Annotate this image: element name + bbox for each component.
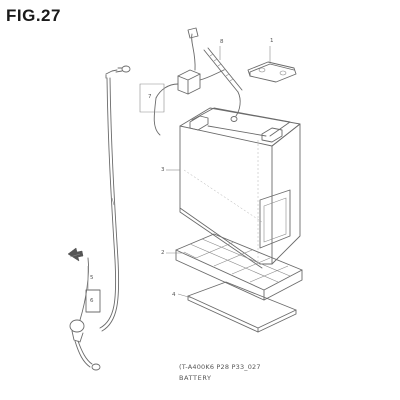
front-direction-arrow — [67, 247, 84, 262]
callout-6: 6 — [90, 298, 94, 304]
callout-4: 4 — [172, 292, 176, 298]
battery — [179, 107, 301, 269]
callout-5: 5 — [90, 275, 94, 281]
callout-2: 2 — [161, 250, 165, 256]
fuse-lead — [203, 47, 243, 122]
battery-holder-bracket — [247, 61, 297, 83]
callout-8: 8 — [220, 39, 224, 45]
callout-7: 7 — [148, 94, 152, 100]
callout-1: 1 — [270, 38, 274, 44]
starter-relay — [139, 27, 225, 136]
callout-3: 3 — [161, 167, 165, 173]
reference-code: (T-A400K6 P28 P33_027 — [179, 363, 261, 371]
leader-lines — [166, 46, 271, 299]
figure-title: FIG.27 — [6, 6, 61, 25]
figure-caption: BATTERY — [179, 374, 212, 382]
battery-cable-long — [99, 65, 131, 332]
battery-cable-short — [69, 257, 101, 371]
rubber-cushion — [187, 281, 297, 333]
battery-tray — [175, 233, 303, 301]
